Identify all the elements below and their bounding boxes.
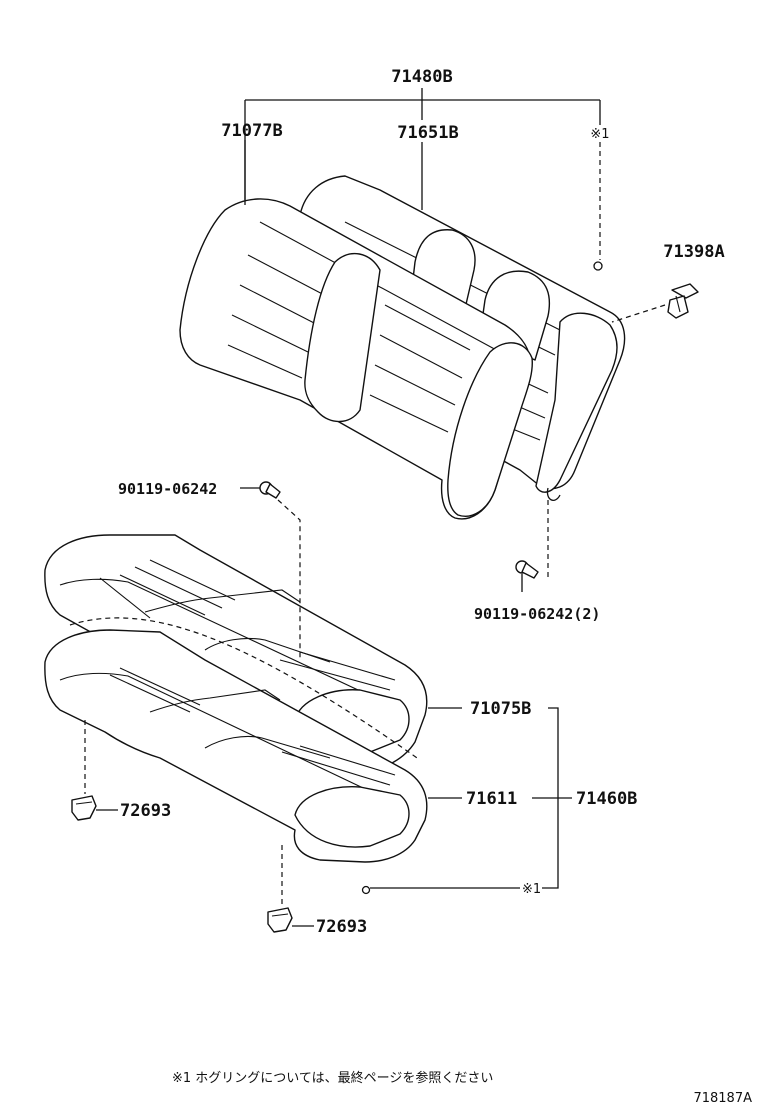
- label-bolt-upper: 90119-06242: [118, 480, 217, 498]
- headrest-support-illustration: [667, 283, 699, 319]
- label-cushion-cover: 71075B: [470, 699, 531, 719]
- label-clip-bottom: 72693: [316, 917, 367, 937]
- label-bolt-lower: 90119-06242(2): [474, 605, 600, 623]
- footnote: ※1 ホグリングについては、最終ページを参照ください: [172, 1070, 493, 1086]
- label-hog-ring-top: ※1: [590, 127, 609, 142]
- cushion-pad-illustration: [44, 629, 428, 895]
- clip-left-illustration: [71, 795, 97, 821]
- label-backrest-assembly: 71480B: [391, 67, 452, 87]
- backrest-cover-illustration: [179, 198, 603, 520]
- bolt-lower-illustration: [515, 560, 539, 579]
- headrest-leader: [611, 304, 666, 323]
- label-cushion-assembly: 71460B: [576, 789, 637, 809]
- label-clip-left: 72693: [120, 801, 171, 821]
- bolt-upper-illustration: [259, 481, 281, 499]
- diagram-id: 718187A: [693, 1091, 752, 1106]
- label-headrest-support: 71398A: [663, 242, 724, 262]
- label-cushion-pad: 71611: [466, 789, 517, 809]
- leader-lines: [69, 88, 601, 927]
- label-backrest-pad: 71651B: [397, 123, 458, 143]
- label-backrest-cover-left: 71077B: [221, 121, 282, 141]
- label-hog-ring-bottom: ※1: [522, 882, 541, 897]
- clip-bottom-illustration: [267, 907, 293, 933]
